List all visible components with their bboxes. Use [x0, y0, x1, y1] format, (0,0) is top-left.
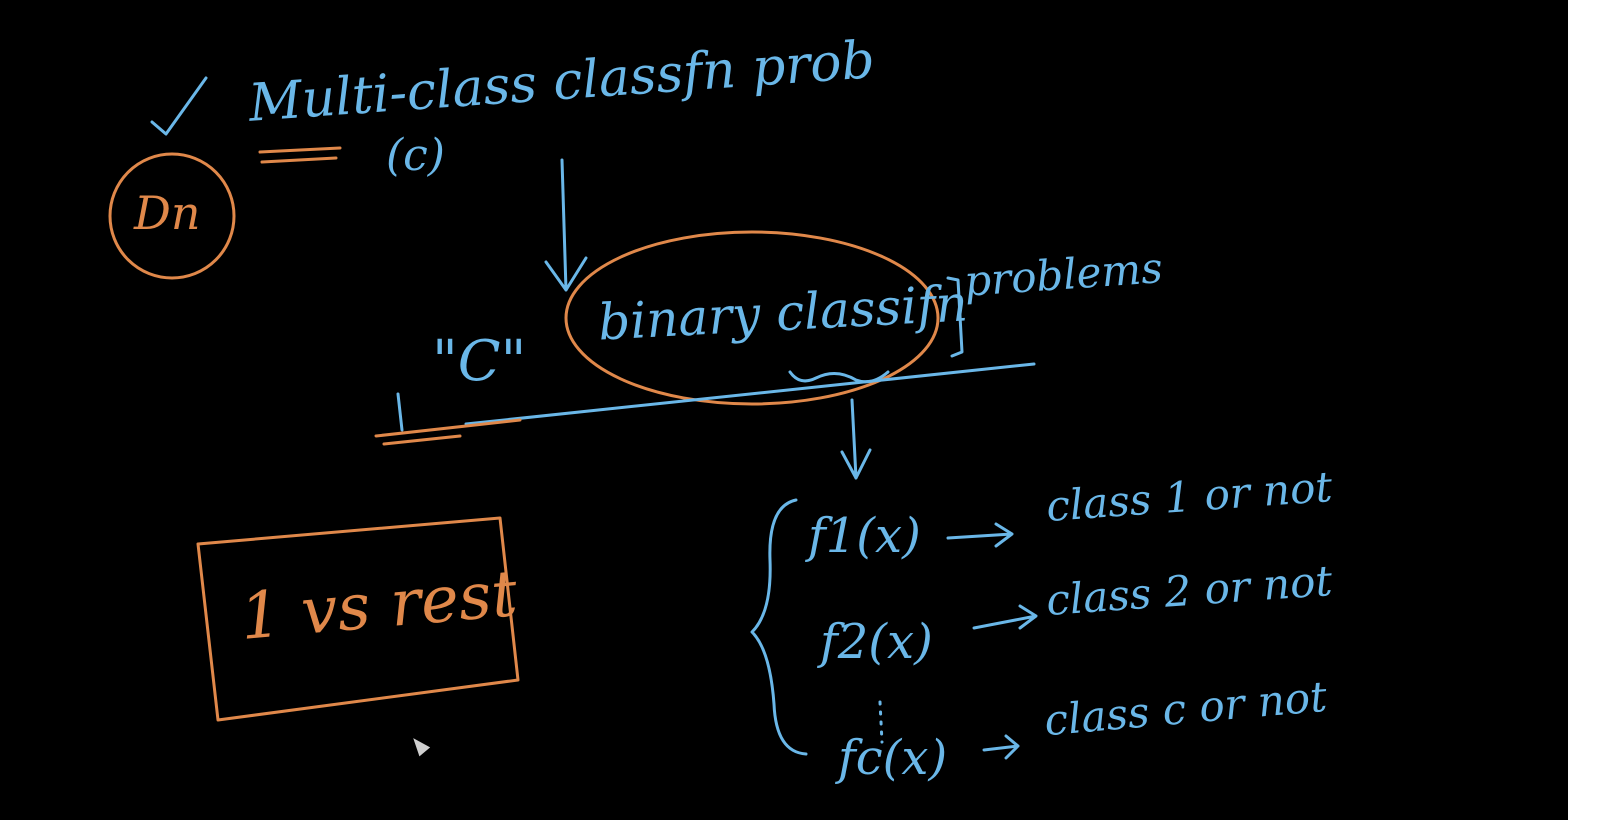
problems-bracket [946, 276, 964, 358]
one-vs-rest-box [196, 516, 520, 722]
arrow-fc [982, 734, 1020, 760]
fc-label: fc(x) [838, 730, 948, 786]
long-underline [464, 362, 1036, 426]
f2-label: f2(x) [820, 614, 933, 670]
binary-ellipse [564, 230, 940, 406]
dn-circle [108, 152, 236, 280]
ink-strokes [108, 76, 1038, 760]
check-mark-icon [150, 76, 208, 136]
arrow-f1 [946, 522, 1014, 548]
tick-mark [396, 392, 404, 432]
arrow-f2 [972, 604, 1038, 630]
down-arrow-2 [840, 398, 872, 480]
curly-brace [750, 498, 808, 756]
wavy-brace [788, 370, 890, 384]
dn-label: Dn [134, 186, 201, 240]
multi-underline [258, 146, 342, 164]
c-quoted-text: "C" [432, 329, 527, 394]
c-note: (c) [386, 130, 445, 181]
whiteboard: Multi-class classfn prob (c) Dn binary c… [0, 0, 1568, 820]
f1-label: f1(x) [808, 508, 921, 564]
vertical-dots [878, 700, 884, 744]
down-arrow-1 [544, 158, 588, 292]
c-underline [374, 418, 522, 446]
